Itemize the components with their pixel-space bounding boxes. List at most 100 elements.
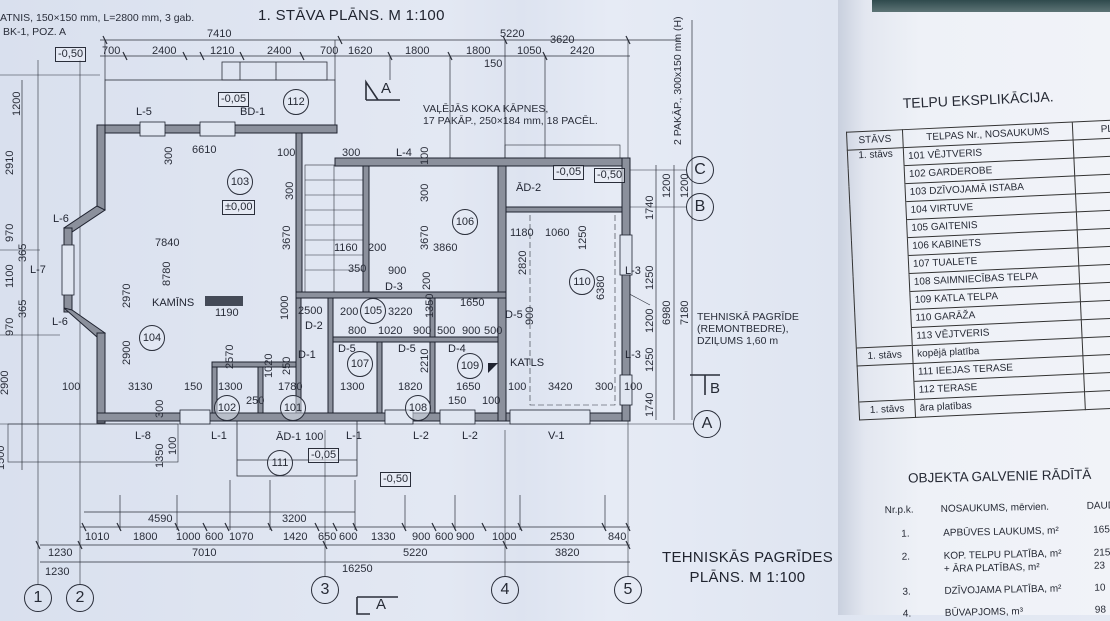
grid-axis-marker: 5 bbox=[614, 576, 642, 604]
basement-title-line: PLĀNS. M 1:100 bbox=[689, 569, 806, 586]
dimension-label: 1800 bbox=[133, 531, 158, 543]
indicator-value: 215 bbox=[1093, 547, 1110, 559]
room-area-cell: 2,3 bbox=[1073, 136, 1110, 158]
dimension-label: 1000 bbox=[279, 295, 291, 320]
dimension-label: 900 bbox=[413, 325, 432, 337]
element-tag: L-3 bbox=[625, 349, 641, 361]
dimension-label: 5220 bbox=[403, 547, 428, 559]
dimension-label: 100 bbox=[277, 147, 296, 159]
dimension-label: 3620 bbox=[550, 34, 575, 46]
dimension-label: 1000 bbox=[176, 531, 201, 543]
dimension-label: 1160 bbox=[334, 242, 358, 254]
dimension-label: 300 bbox=[342, 147, 361, 159]
mi-header-name: NOSAUKUMS, mērvien. bbox=[940, 501, 1050, 515]
indicator-name: DZĪVOJAMA PLATĪBA, m² bbox=[944, 583, 1062, 597]
dimension-label: 1180 bbox=[510, 227, 534, 239]
dimension-label: 840 bbox=[608, 531, 627, 543]
dimension-label: 150 bbox=[484, 58, 503, 70]
dimension-label: 365 bbox=[17, 243, 29, 262]
level-mark: -0,50 bbox=[594, 168, 626, 183]
dimension-label: 200 bbox=[421, 271, 433, 290]
dimension-label: 100 bbox=[624, 381, 643, 393]
fireplace-icon bbox=[205, 296, 243, 306]
element-tag: L-1 bbox=[346, 430, 362, 442]
room-number-circle: 106 bbox=[452, 209, 478, 235]
dimension-label: 150 bbox=[184, 381, 203, 393]
dimension-label: 2500 bbox=[298, 305, 323, 317]
dimension-label: 6980 bbox=[661, 300, 673, 325]
grid-axis-marker: A bbox=[693, 410, 721, 438]
dimension-label: 300 bbox=[419, 183, 431, 202]
stairs-note: VAĻĒJĀS KOKA KĀPNES, 17 PAKĀP., 250×184 … bbox=[423, 103, 598, 127]
dimension-label: 1190 bbox=[215, 307, 239, 319]
dimension-label: 2970 bbox=[121, 283, 133, 308]
steps-note: 2 PAKĀP., 300x150 mm (H) bbox=[672, 16, 684, 145]
dimension-label: 7840 bbox=[155, 237, 180, 249]
dimension-label: 3820 bbox=[555, 547, 580, 559]
dimension-label: 100 bbox=[419, 146, 431, 165]
outdoor-area: 1 bbox=[1084, 388, 1110, 410]
mi-header-no: Nr.p.k. bbox=[884, 504, 914, 517]
indicator-name: BŪVAPJOMS, m³ bbox=[944, 606, 1024, 619]
dimension-label: 150 bbox=[448, 395, 467, 407]
room-number-circle: 110 bbox=[569, 269, 595, 295]
dimension-label: 6610 bbox=[192, 144, 217, 156]
dimension-label: 350 bbox=[348, 263, 367, 275]
dimension-label: 1020 bbox=[378, 325, 403, 337]
dimension-label: 900 bbox=[462, 325, 481, 337]
room-area-cell: 3 bbox=[1079, 280, 1110, 302]
dimension-label: 2530 bbox=[550, 531, 575, 543]
main-indicators-title: OBJEKTA GALVENIE RĀDĪTĀ bbox=[907, 466, 1092, 486]
element-tag: L-2 bbox=[413, 430, 429, 442]
dimension-label: 3670 bbox=[419, 225, 431, 250]
dimension-label: 1200 bbox=[644, 308, 656, 333]
dimension-label: 900 bbox=[388, 265, 407, 277]
room-area-cell: 4 bbox=[1078, 262, 1110, 284]
element-tag: ĀD-1 bbox=[276, 431, 302, 443]
dimension-label: 600 bbox=[435, 531, 454, 543]
stairs-note-line: 17 PAKĀP., 250×184 mm, 18 PACĒL. bbox=[423, 115, 598, 127]
room-area-cell: 49, bbox=[1074, 172, 1110, 194]
indicator-number: 4. bbox=[902, 608, 912, 620]
room-number-circle: 108 bbox=[405, 395, 431, 421]
dimension-label: 800 bbox=[348, 325, 367, 337]
dimension-label: 7410 bbox=[207, 28, 232, 40]
dimension-label: 300 bbox=[163, 146, 175, 165]
level-mark: -0,05 bbox=[553, 165, 585, 180]
dimension-label: 250 bbox=[246, 395, 265, 407]
dimension-label: 200 bbox=[340, 306, 359, 318]
pit-note-line: TEHNISKĀ PAGRĪDE bbox=[697, 311, 799, 323]
dimension-label: 3200 bbox=[282, 513, 307, 525]
dimension-label: 900 bbox=[524, 306, 536, 325]
room-area-cell bbox=[1082, 352, 1110, 374]
dimension-label: 4590 bbox=[148, 513, 173, 525]
dimension-label: 6380 bbox=[595, 275, 607, 300]
level-mark: -0,50 bbox=[380, 472, 412, 487]
level-mark: -0,05 bbox=[218, 92, 250, 107]
column-note-ref: BK-1, POZ. A bbox=[3, 26, 67, 38]
grid-axis-marker: B bbox=[686, 193, 714, 221]
element-tag: L-4 bbox=[396, 147, 412, 159]
element-tag: L-6 bbox=[53, 213, 69, 225]
room-area-cell: 21 bbox=[1080, 298, 1110, 320]
dimension-label: 1250 bbox=[577, 225, 589, 250]
element-tag: D-4 bbox=[448, 343, 466, 355]
dimension-label: 1800 bbox=[405, 45, 430, 57]
element-tag: D-1 bbox=[298, 349, 316, 361]
dimension-label: 300 bbox=[154, 399, 166, 418]
dimension-label: 300 bbox=[595, 381, 614, 393]
indicator-number: 2. bbox=[901, 551, 911, 563]
basement-title-line: TEHNISKĀS PAGRĪDES bbox=[662, 549, 833, 566]
element-tag: D-2 bbox=[305, 320, 323, 332]
room-number-circle: 111 bbox=[267, 450, 293, 476]
dimension-label: 3860 bbox=[433, 242, 458, 254]
total-area: 116 bbox=[1082, 334, 1110, 356]
dimension-label: 1230 bbox=[48, 547, 73, 559]
dimension-label: 7010 bbox=[192, 547, 217, 559]
dimension-label: 365 bbox=[17, 299, 29, 318]
room-number-circle: 107 bbox=[347, 351, 373, 377]
element-tag: L-5 bbox=[136, 106, 152, 118]
stairs-note-line: VAĻĒJĀS KOKA KĀPNES, bbox=[423, 103, 549, 115]
dimension-label: 1200 bbox=[661, 173, 673, 198]
indicator-name: APBŪVES LAUKUMS, m² bbox=[943, 525, 1059, 539]
